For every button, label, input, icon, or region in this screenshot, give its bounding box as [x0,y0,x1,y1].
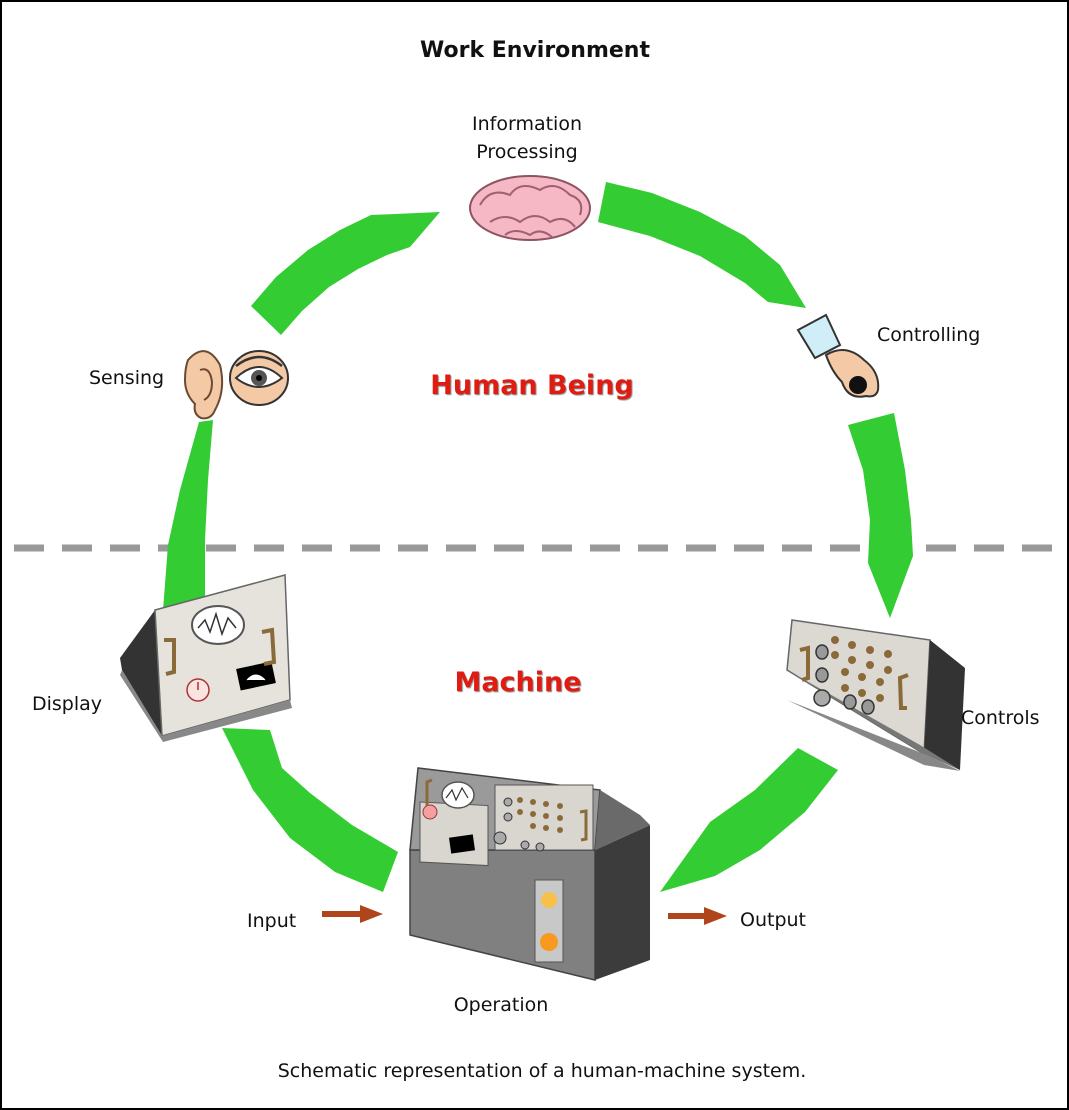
display-wave-gauge-icon [191,605,245,645]
arrow-processing-to-controlling [598,182,806,308]
label-sensing: Sensing [89,367,165,389]
arrow-display-to-sensing [163,420,213,610]
diagram-title: Work Environment [420,38,650,63]
eye-icon [229,350,289,406]
label-information: Information [472,113,582,135]
brain-icon [469,175,591,241]
arrow-sensing-to-processing [251,212,440,335]
display-panel-icon [120,574,292,742]
machine-console-icon [409,767,650,981]
cycle-arrows [163,182,913,892]
label-display: Display [32,693,103,715]
label-input: Input [247,910,297,932]
arrow-controls-to-operation [660,748,838,892]
ear-icon [183,350,224,420]
label-controls: Controls [961,707,1040,729]
label-controlling: Controlling [877,324,981,346]
label-output: Output [740,909,806,931]
label-processing: Processing [476,141,578,163]
controls-panel-icon [786,619,965,771]
hand-icon [796,313,880,398]
region-machine: Machine [454,667,582,698]
input-arrow [322,905,383,923]
diagram-caption: Schematic representation of a human-mach… [277,1060,807,1082]
arrow-controlling-to-controls [848,413,913,618]
label-operation: Operation [453,994,549,1016]
region-human-being: Human Being [430,370,634,401]
output-arrow [668,907,727,925]
arrow-operation-to-display [222,728,398,892]
